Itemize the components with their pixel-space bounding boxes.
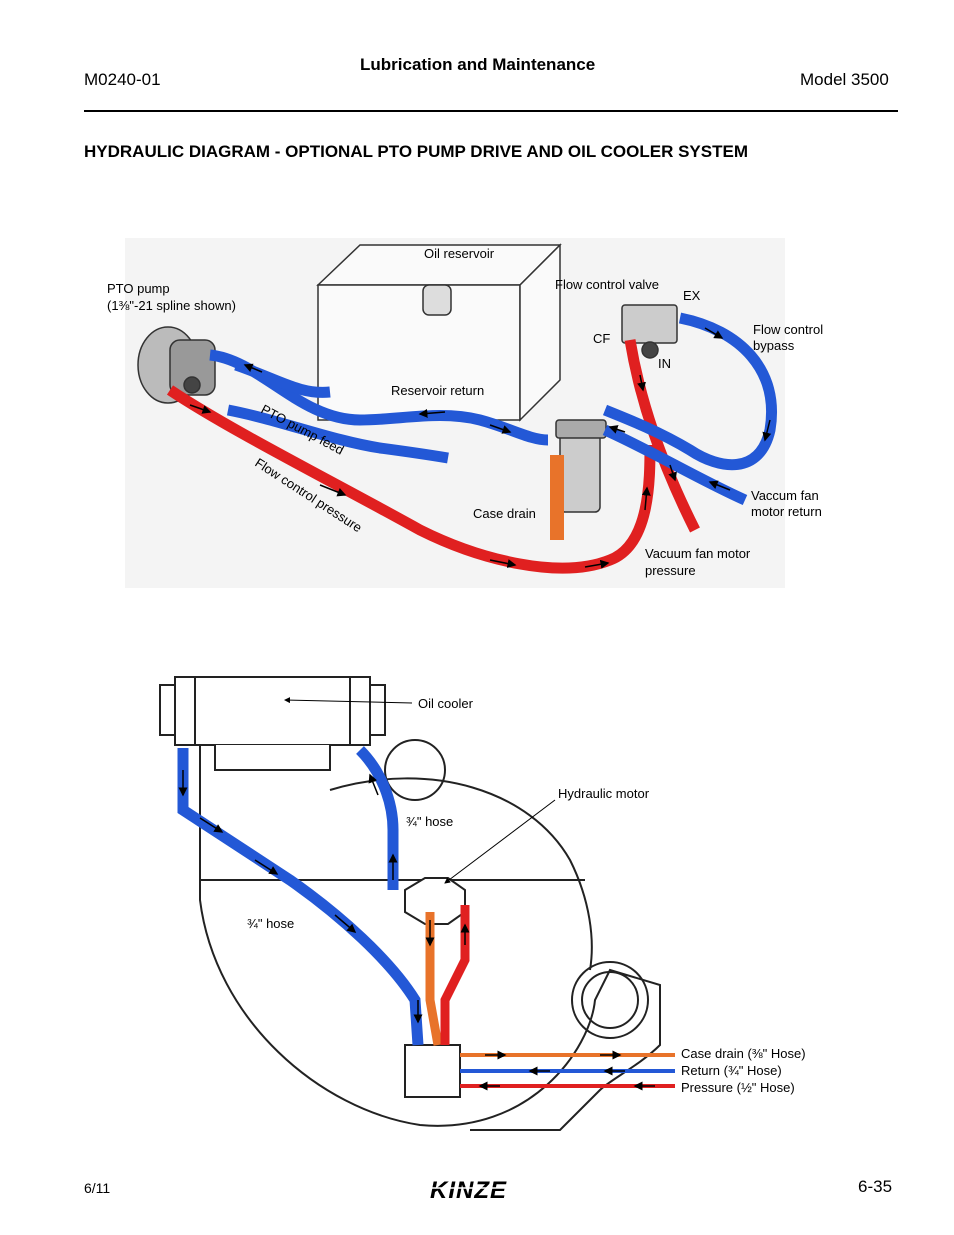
- label-vaccum-fan-return-2: motor return: [751, 504, 822, 519]
- label-case-drain: Case drain: [473, 506, 536, 521]
- cooler-inlet-hose: [177, 748, 424, 1046]
- flow-control-valve: [621, 304, 678, 359]
- flow-arrows: [189, 327, 772, 569]
- label-oil-reservoir: Oil reservoir: [424, 246, 495, 261]
- label-flow-control-bypass-2: bypass: [753, 338, 795, 353]
- label-reservoir-return: Reservoir return: [391, 383, 484, 398]
- legend-case-drain: Case drain (⅜" Hose): [681, 1046, 806, 1061]
- label-ex: EX: [683, 288, 701, 303]
- legend-return: Return (¾" Hose): [681, 1063, 782, 1078]
- pto-pump: [137, 326, 216, 404]
- label-vaccum-fan-return-1: Vaccum fan: [751, 488, 819, 503]
- kinze-logo-text: KINZE: [430, 1177, 507, 1204]
- cooler-outlet-hose: [356, 746, 399, 890]
- pto-pump-feed-hose: [226, 404, 449, 464]
- page-title: HYDRAULIC DIAGRAM - OPTIONAL PTO PUMP DR…: [84, 142, 748, 161]
- model-name: Model 3500: [800, 70, 889, 89]
- oil-reservoir-tank: [316, 243, 562, 422]
- hydraulic-motor: [404, 877, 466, 925]
- motor-case-drain-hose: [425, 912, 443, 1046]
- label-pto-pump: PTO pump: [107, 281, 170, 296]
- label-flow-control-valve: Flow control valve: [555, 277, 659, 292]
- label-hydraulic-motor: Hydraulic motor: [558, 786, 650, 801]
- document-number: M0240-01: [84, 70, 161, 89]
- label-hose-left: ¾" hose: [247, 916, 294, 931]
- label-hose-right: ¾" hose: [406, 814, 453, 829]
- oil-cooler: [159, 676, 386, 771]
- section-title: Lubrication and Maintenance: [360, 55, 596, 74]
- label-oil-cooler: Oil cooler: [418, 696, 474, 711]
- case-drain-hose: [550, 455, 564, 540]
- valve-block: [404, 1044, 461, 1098]
- fan-housing: [199, 739, 661, 1131]
- kinze-logo: KINZE: [430, 1177, 545, 1204]
- label-in: IN: [658, 356, 671, 371]
- flow-control-pressure-hose: [166, 385, 656, 574]
- label-vacuum-fan-pressure-2: pressure: [645, 563, 696, 578]
- cooler-flow-arrows: [178, 770, 655, 1091]
- label-cf: CF: [593, 331, 610, 346]
- motor-pressure-hose: [440, 905, 470, 1045]
- label-flow-control-bypass-1: Flow control: [753, 322, 823, 337]
- legend-pressure: Pressure (½" Hose): [681, 1080, 795, 1095]
- footer-date: 6/11: [84, 1180, 111, 1196]
- header-rule: [84, 110, 898, 112]
- label-pto-pump-spline: (1⅜"-21 spline shown): [107, 298, 236, 313]
- callout-leaders: [284, 697, 556, 884]
- page-number: 6-35: [858, 1177, 893, 1196]
- label-vacuum-fan-pressure-1: Vacuum fan motor: [645, 546, 751, 561]
- vacuum-fan-return-hose: [602, 424, 748, 506]
- flow-control-bypass-hose: [602, 312, 777, 471]
- filter-canister: [555, 419, 607, 513]
